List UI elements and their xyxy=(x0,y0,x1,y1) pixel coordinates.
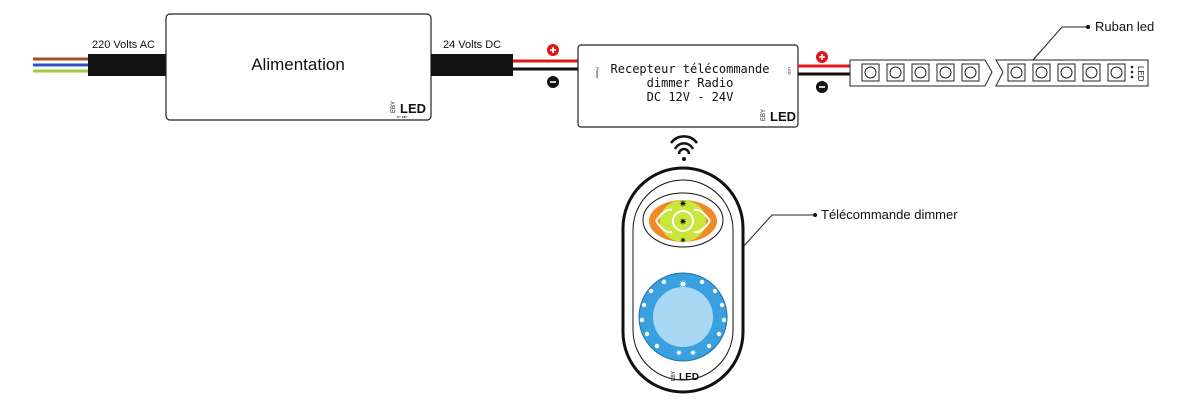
svg-text:✷: ✷ xyxy=(675,348,683,358)
svg-text:✷: ✷ xyxy=(679,217,687,228)
remote-dimmer-wheel: ✷ ✷ ✷ xyxy=(638,272,728,362)
remote-top-buttons: ✷ ✷ ✷ xyxy=(642,192,724,248)
plus-icon xyxy=(816,51,828,63)
sun-icon: ✷ ✷ ✷ xyxy=(675,279,697,358)
remote-control: ✷ ✷ ✷ ✷ ✷ ✷ EBY LE xyxy=(621,166,745,394)
ac-label: 220 Volts AC xyxy=(92,39,155,51)
psu-title: Alimentation xyxy=(251,55,345,74)
remote-callout-line xyxy=(742,213,817,248)
logo-icon: EBY LED xyxy=(671,370,699,383)
minus-icon xyxy=(547,76,559,88)
svg-text:LED: LED xyxy=(1136,66,1145,82)
ac-input-cable xyxy=(33,54,166,76)
led-strip: LED xyxy=(849,59,1149,87)
svg-text:✷: ✷ xyxy=(678,279,687,291)
receiver: EBY LED xyxy=(577,44,799,128)
led-chip-icon xyxy=(861,63,1126,82)
svg-text:✷: ✷ xyxy=(680,236,687,245)
strip-label: Ruban led xyxy=(1095,19,1154,34)
svg-text:EBY: EBY xyxy=(761,109,767,121)
logo-icon: LED xyxy=(1130,65,1145,82)
svg-text:✷: ✷ xyxy=(679,199,687,210)
dc-cable xyxy=(431,54,582,76)
sun-icon: ✷ ✷ ✷ xyxy=(679,199,687,245)
svg-text:EBY: EBY xyxy=(391,101,397,113)
plus-icon xyxy=(547,44,559,56)
power-port-label: Power xyxy=(595,67,600,79)
svg-text:✷: ✷ xyxy=(689,348,697,358)
svg-text:LED: LED xyxy=(679,372,699,383)
remote-label: Télécommande dimmer xyxy=(821,207,958,222)
svg-text:BY EBY: BY EBY xyxy=(397,115,408,119)
dc-label: 24 Volts DC xyxy=(443,39,501,51)
receiver-title-line1: Recepteur télécommande xyxy=(611,62,770,76)
led-port-label: LED xyxy=(787,67,792,75)
svg-text:LED: LED xyxy=(770,109,796,124)
strip-callout-line xyxy=(1032,25,1090,61)
receiver-title-line2: dimmer Radio xyxy=(647,76,734,90)
led-output-cable xyxy=(798,64,856,76)
wifi-icon xyxy=(669,135,699,161)
logo-icon: EBY LED xyxy=(761,109,796,124)
receiver-title-line3: DC 12V - 24V xyxy=(647,90,734,104)
svg-text:EBY: EBY xyxy=(671,370,677,381)
svg-text:LED: LED xyxy=(400,101,426,116)
minus-icon xyxy=(816,81,828,93)
logo-icon: EBY LED BY EBY xyxy=(391,101,426,119)
